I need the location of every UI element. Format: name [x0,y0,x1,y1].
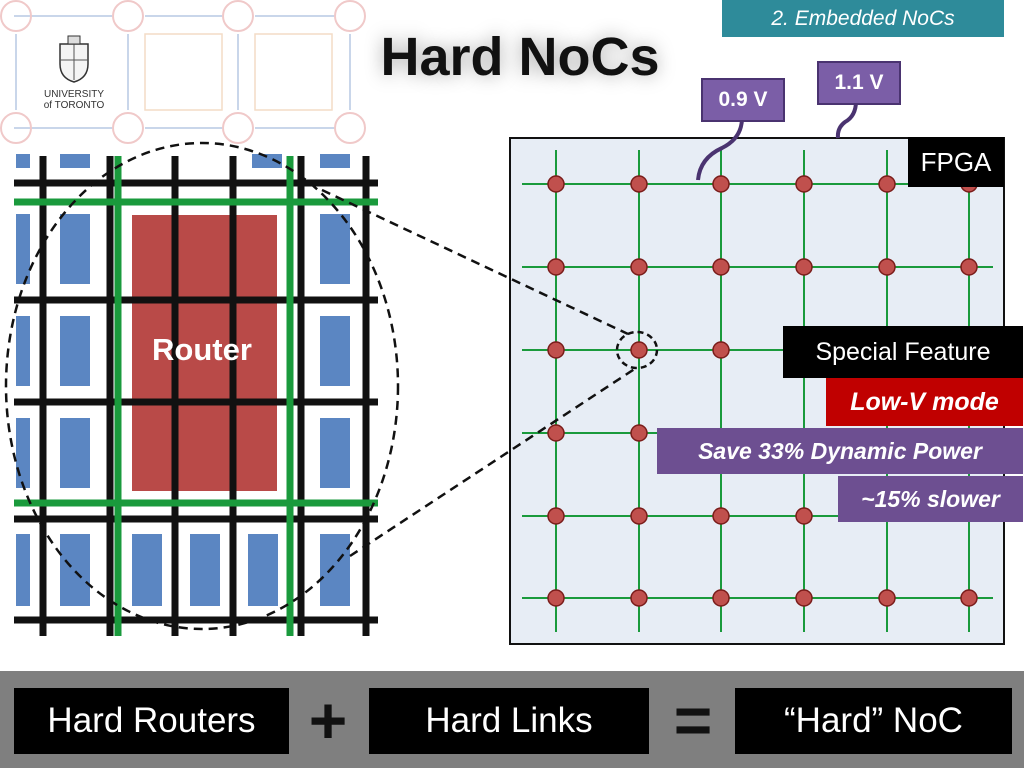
voltage-label-high: 1.1 V [817,61,901,105]
background-pattern [0,0,366,144]
router-block [132,215,277,491]
special-feature-label: Special Feature [783,326,1023,378]
power-saving-label: Save 33% Dynamic Power [657,428,1023,474]
equation-term-hard-routers: Hard Routers [14,688,289,754]
low-v-mode-label: Low-V mode [826,378,1023,426]
slowdown-label: ~15% slower [838,476,1023,522]
logic-blocks [16,154,350,606]
equals-operator: = [673,683,713,757]
plus-operator: + [308,683,348,757]
router-zoom-diagram [4,141,400,636]
university-logo: UNIVERSITY of TORONTO [38,34,110,114]
section-tag: 2. Embedded NoCs [722,0,1004,37]
routing-wires [14,156,378,636]
router-label: Router [152,332,252,367]
zoom-lines [321,188,637,558]
fpga-label: FPGA [908,137,1004,187]
page-title: Hard NoCs [380,27,660,87]
zoom-ellipse [4,141,400,631]
logo-text-line2: of TORONTO [43,100,105,111]
logo-text-line1: UNIVERSITY [43,89,104,100]
equation-term-hard-links: Hard Links [369,688,649,754]
voltage-leads [696,100,858,181]
voltage-label-low: 0.9 V [701,78,785,122]
crest-icon [59,35,89,83]
highlight-router-ring [615,330,659,370]
equation-result-hard-noc: “Hard” NoC [735,688,1012,754]
